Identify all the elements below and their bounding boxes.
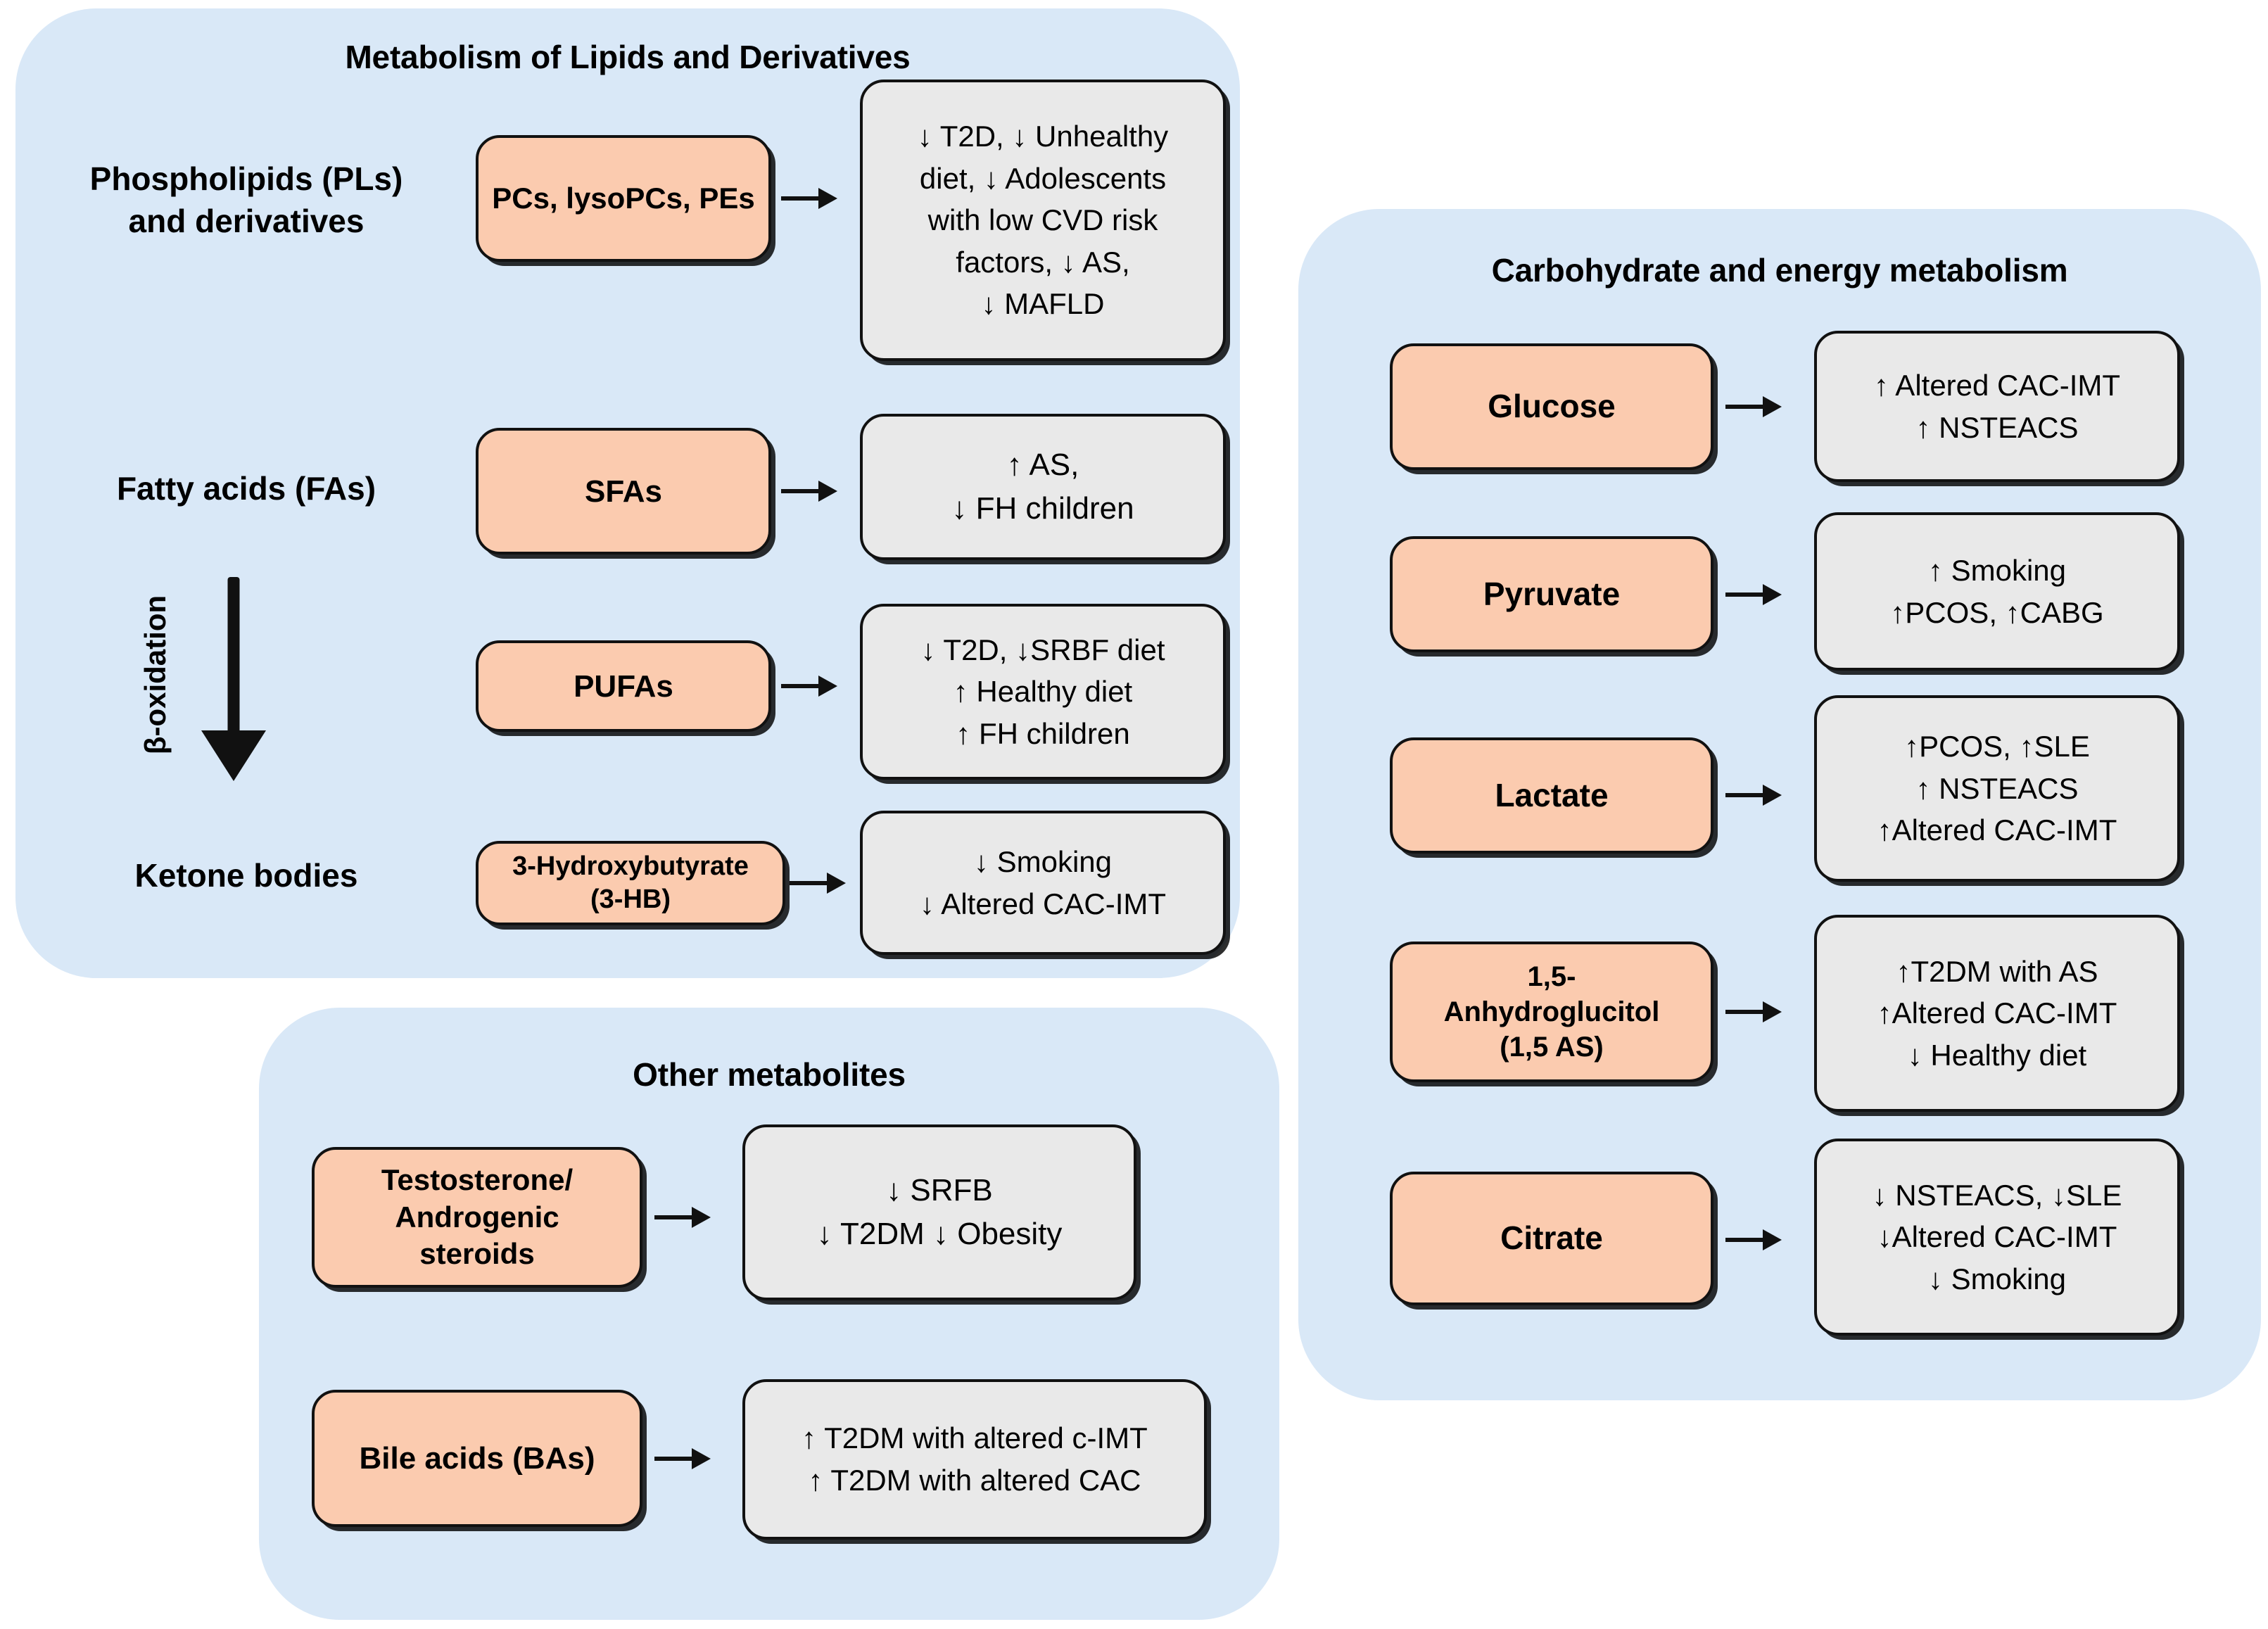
outcome-line: ↑ T2DM with altered CAC — [808, 1464, 1141, 1497]
outcome-line: ↑ Healthy diet — [953, 675, 1133, 709]
outcome-line: ↑ Smoking — [1927, 553, 2067, 587]
metabolite-box-citrate[interactable]: Citrate — [1390, 1172, 1713, 1305]
metabolite-box-lactate[interactable]: Lactate — [1390, 737, 1713, 854]
outcome-box-pufas: ↓ T2D, ↓SRBF diet ↑ Healthy diet ↑ FH ch… — [860, 604, 1226, 780]
outcome-box-citrate: ↓ NSTEACS, ↓SLE ↓Altered CAC-IMT ↓ Smoki… — [1814, 1139, 2180, 1336]
outcome-box-glucose: ↑ Altered CAC-IMT ↑ NSTEACS — [1814, 331, 2180, 482]
outcome-line: ↓ Healthy diet — [1907, 1038, 2087, 1072]
outcome-box-sfas: ↑ AS, ↓ FH children — [860, 414, 1226, 560]
outcome-line: ↓ Smoking — [973, 844, 1113, 878]
outcome-box-testosterone: ↓ SRFB ↓ T2DM ↓ Obesity — [742, 1124, 1136, 1300]
outcome-line: ↓ MAFLD — [981, 287, 1105, 321]
outcome-line: ↑PCOS, ↑CABG — [1890, 595, 2104, 629]
metabolite-box-glucose[interactable]: Glucose — [1390, 343, 1713, 470]
outcome-line: ↑T2DM with AS — [1896, 954, 2098, 988]
category-label-fatty-acids: Fatty acids (FAs) — [116, 470, 376, 507]
metabolite-box-3-hydroxybutyrate[interactable]: 3-Hydroxybutyrate (3-HB) — [476, 841, 785, 925]
metabolite-box-pufas[interactable]: PUFAs — [476, 640, 771, 732]
outcome-box-lactate: ↑PCOS, ↑SLE ↑ NSTEACS ↑Altered CAC-IMT — [1814, 695, 2180, 882]
outcome-box-anhydroglucitol: ↑T2DM with AS ↑Altered CAC-IMT ↓ Healthy… — [1814, 915, 2180, 1112]
outcome-box-phospholipids: ↓ T2D, ↓ Unhealthy diet, ↓ Adolescents w… — [860, 80, 1226, 361]
metabolite-box-pcs-lysopcs-pes[interactable]: PCs, lysoPCs, PEs — [476, 135, 771, 262]
panel-carbohydrate-title: Carbohydrate and energy metabolism — [1491, 252, 2068, 289]
outcome-line: ↓ T2DM ↓ Obesity — [816, 1217, 1063, 1251]
metabolite-box-1-5-anhydroglucitol[interactable]: 1,5- Anhydroglucitol (1,5 AS) — [1390, 942, 1713, 1082]
outcome-box-ketone-bodies: ↓ Smoking ↓ Altered CAC-IMT — [860, 811, 1226, 955]
outcome-line: ↓Altered CAC-IMT — [1877, 1220, 2117, 1254]
outcome-line: ↓ SRFB — [886, 1172, 993, 1208]
outcome-line: factors, ↓ AS, — [956, 245, 1130, 279]
metabolite-box-testosterone[interactable]: Testosterone/ Androgenic steroids — [312, 1147, 642, 1288]
outcome-line: ↑ FH children — [956, 716, 1130, 750]
outcome-line: ↑ NSTEACS — [1915, 410, 2079, 444]
outcome-line: diet, ↓ Adolescents — [919, 161, 1167, 195]
outcome-line: ↑PCOS, ↑SLE — [1904, 730, 2090, 763]
beta-oxidation-label: β-oxidation — [139, 595, 172, 755]
outcome-line: ↓ Smoking — [1927, 1262, 2067, 1295]
outcome-line: ↓ T2D, ↓ Unhealthy — [917, 119, 1169, 153]
metabolite-box-sfas[interactable]: SFAs — [476, 428, 771, 554]
outcome-line: ↓ NSTEACS, ↓SLE — [1872, 1178, 2122, 1212]
metabolite-box-bile-acids[interactable]: Bile acids (BAs) — [312, 1390, 642, 1527]
beta-oxidation-arrow — [198, 577, 269, 781]
panel-lipids-title: Metabolism of Lipids and Derivatives — [345, 39, 911, 75]
outcome-line: ↑Altered CAC-IMT — [1877, 813, 2117, 847]
outcome-line: ↓ Altered CAC-IMT — [919, 887, 1167, 920]
outcome-line: ↑Altered CAC-IMT — [1877, 996, 2117, 1030]
category-label-ketone-bodies: Ketone bodies — [134, 857, 358, 894]
outcome-line: ↑ AS, — [1006, 447, 1079, 482]
outcome-line: ↓ FH children — [951, 491, 1134, 526]
outcome-box-bile-acids: ↑ T2DM with altered c-IMT ↑ T2DM with al… — [742, 1379, 1207, 1540]
outcome-line: ↑ Altered CAC-IMT — [1873, 368, 2121, 402]
outcome-line: ↑ T2DM with altered c-IMT — [802, 1421, 1148, 1455]
outcome-line: with low CVD risk — [927, 203, 1158, 237]
outcome-box-pyruvate: ↑ Smoking ↑PCOS, ↑CABG — [1814, 512, 2180, 671]
metabolite-box-pyruvate[interactable]: Pyruvate — [1390, 536, 1713, 652]
outcome-line: ↓ T2D, ↓SRBF diet — [920, 633, 1165, 666]
category-label-phospholipids: Phospholipids (PLs) and derivatives — [89, 160, 403, 239]
panel-other-title: Other metabolites — [633, 1056, 906, 1093]
outcome-line: ↑ NSTEACS — [1915, 771, 2079, 805]
